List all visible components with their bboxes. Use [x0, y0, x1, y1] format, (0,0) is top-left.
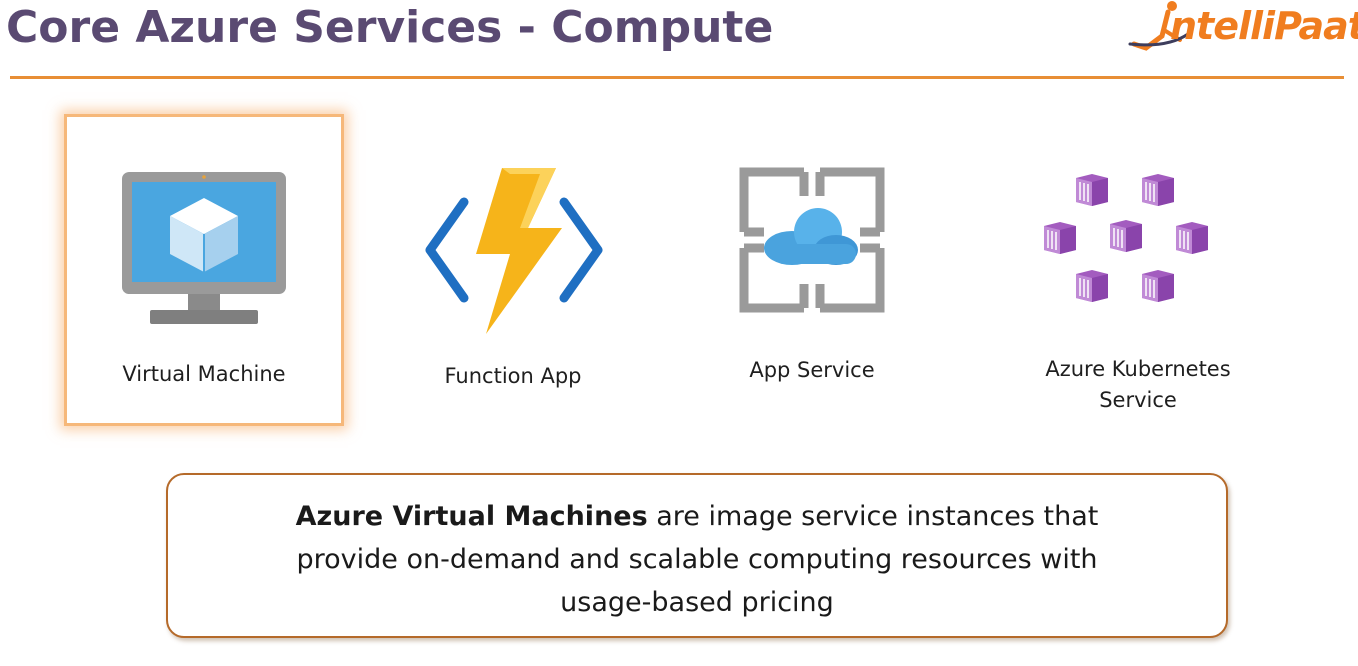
service-label-kubernetes-line2: Service	[1099, 388, 1177, 412]
description-line-1: Azure Virtual Machines are image service…	[168, 495, 1226, 538]
app-service-icon[interactable]	[738, 166, 886, 314]
description-bold: Azure Virtual Machines	[295, 501, 648, 532]
service-virtual-machine[interactable]: Virtual Machine	[84, 359, 324, 390]
service-azure-kubernetes[interactable]: Azure Kubernetes Service	[1018, 354, 1258, 416]
service-app-service[interactable]: App Service	[700, 355, 924, 386]
title-divider	[10, 76, 1344, 79]
function-app-icon[interactable]	[424, 166, 604, 336]
service-label-virtual-machine: Virtual Machine	[122, 362, 286, 386]
service-label-app-service: App Service	[749, 358, 875, 382]
service-label-function-app: Function App	[444, 364, 582, 388]
description-box: Azure Virtual Machines are image service…	[166, 473, 1228, 638]
logo-text: ntelliPaat	[1170, 4, 1358, 48]
virtual-machine-icon[interactable]	[118, 168, 290, 328]
kubernetes-service-icon[interactable]	[1044, 172, 1232, 308]
intellipaat-logo-icon	[1128, 1, 1190, 51]
description-line-3: usage-based pricing	[560, 587, 834, 618]
description-line-2: provide on-demand and scalable computing…	[296, 544, 1098, 575]
description-line-1-rest: are image service instances that	[647, 501, 1099, 532]
service-function-app[interactable]: Function App	[398, 361, 628, 392]
slide-title: Core Azure Services - Compute	[6, 2, 774, 53]
service-label-kubernetes-line1: Azure Kubernetes	[1045, 357, 1231, 381]
